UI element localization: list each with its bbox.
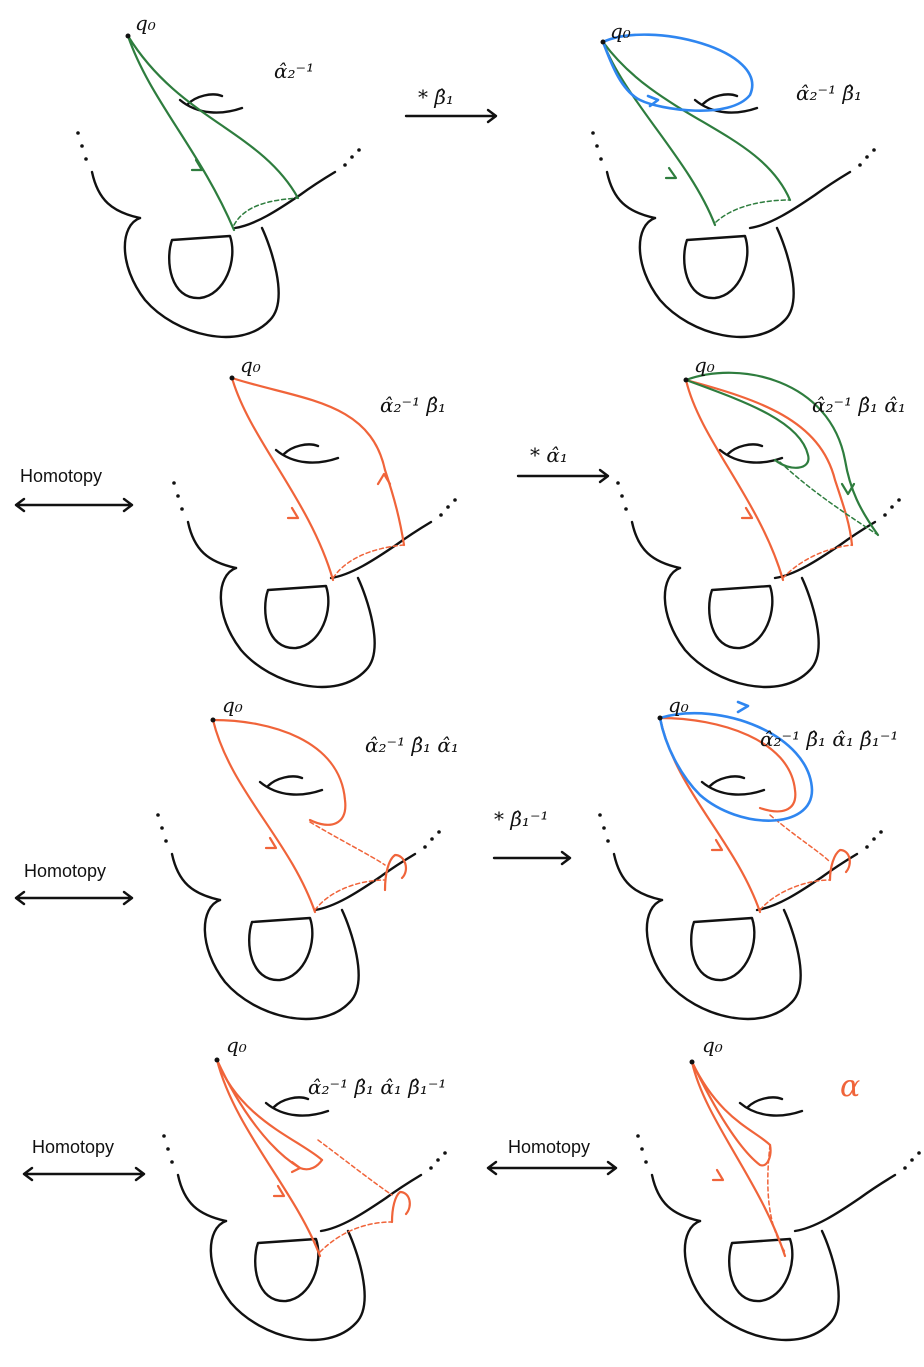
homotopy-1: Homotopy [14, 466, 134, 513]
basepoint-label: q₀ [135, 11, 156, 35]
basepoint-label-8: q₀ [702, 1033, 723, 1057]
panel-4-word: α̂₂⁻¹ β̂₁ α̂₁ [812, 393, 906, 417]
panel-2-word: α̂₂⁻¹ β̂₁ [796, 81, 862, 105]
panel-7-word: α̂₂⁻¹ β̂₁ α̂₁ β̂₁⁻¹ [308, 1075, 446, 1099]
panel-3: q₀ α̂₂⁻¹ β̂₁ [170, 353, 459, 689]
operation-3: * β̂₁⁻¹ [492, 807, 572, 866]
panel-4: q₀ α̂₂⁻¹ β̂₁ α̂₁ [615, 353, 906, 689]
operation-2-label: * α̂₁ [530, 443, 568, 467]
homotopy-4-label: Homotopy [508, 1137, 590, 1157]
basepoint-label-4: q₀ [694, 353, 715, 377]
homotopy-4: Homotopy [486, 1137, 618, 1176]
operation-3-label: * β̂₁⁻¹ [494, 807, 549, 831]
homotopy-2-label: Homotopy [24, 861, 106, 881]
operation-1-label: * β̂₁ [418, 85, 454, 109]
operation-1: * β̂₁ [404, 85, 498, 124]
panel-5-word: α̂₂⁻¹ β̂₁ α̂₁ [365, 733, 459, 757]
panel-2: q₀ α̂₂⁻¹ β̂₁ [590, 19, 878, 339]
homotopy-1-label: Homotopy [20, 466, 102, 486]
panel-6-word: α̂₂⁻¹ β̂₁ α̂₁ β̂₁⁻¹ [760, 727, 898, 751]
panel-5: q₀ α̂₂⁻¹ β̂₁ α̂₁ [154, 693, 459, 1021]
homotopy-2: Homotopy [14, 861, 134, 906]
panel-1-word: α̂₂⁻¹ [274, 59, 314, 83]
panel-6: q₀ α̂₂⁻¹ β̂₁ α̂₁ β̂₁⁻¹ [597, 693, 898, 1021]
basepoint-label-5: q₀ [222, 693, 243, 717]
basepoint-label-6: q₀ [668, 693, 689, 717]
basepoint-label-2: q₀ [610, 19, 631, 43]
homotopy-3-label: Homotopy [32, 1137, 114, 1157]
operation-2: * α̂₁ [516, 443, 610, 484]
basepoint-label-7: q₀ [226, 1033, 247, 1057]
panel-8: q₀ α [635, 1033, 923, 1342]
panel-3-word: α̂₂⁻¹ β̂₁ [380, 393, 446, 417]
panel-7: q₀ α̂₂⁻¹ β̂₁ α̂₁ β̂₁⁻¹ [160, 1033, 449, 1342]
homotopy-3: Homotopy [22, 1137, 146, 1182]
basepoint-label-3: q₀ [240, 353, 261, 377]
panel-1: q₀ α̂₂⁻¹ [74, 11, 363, 339]
panel-8-word: α [840, 1069, 860, 1104]
